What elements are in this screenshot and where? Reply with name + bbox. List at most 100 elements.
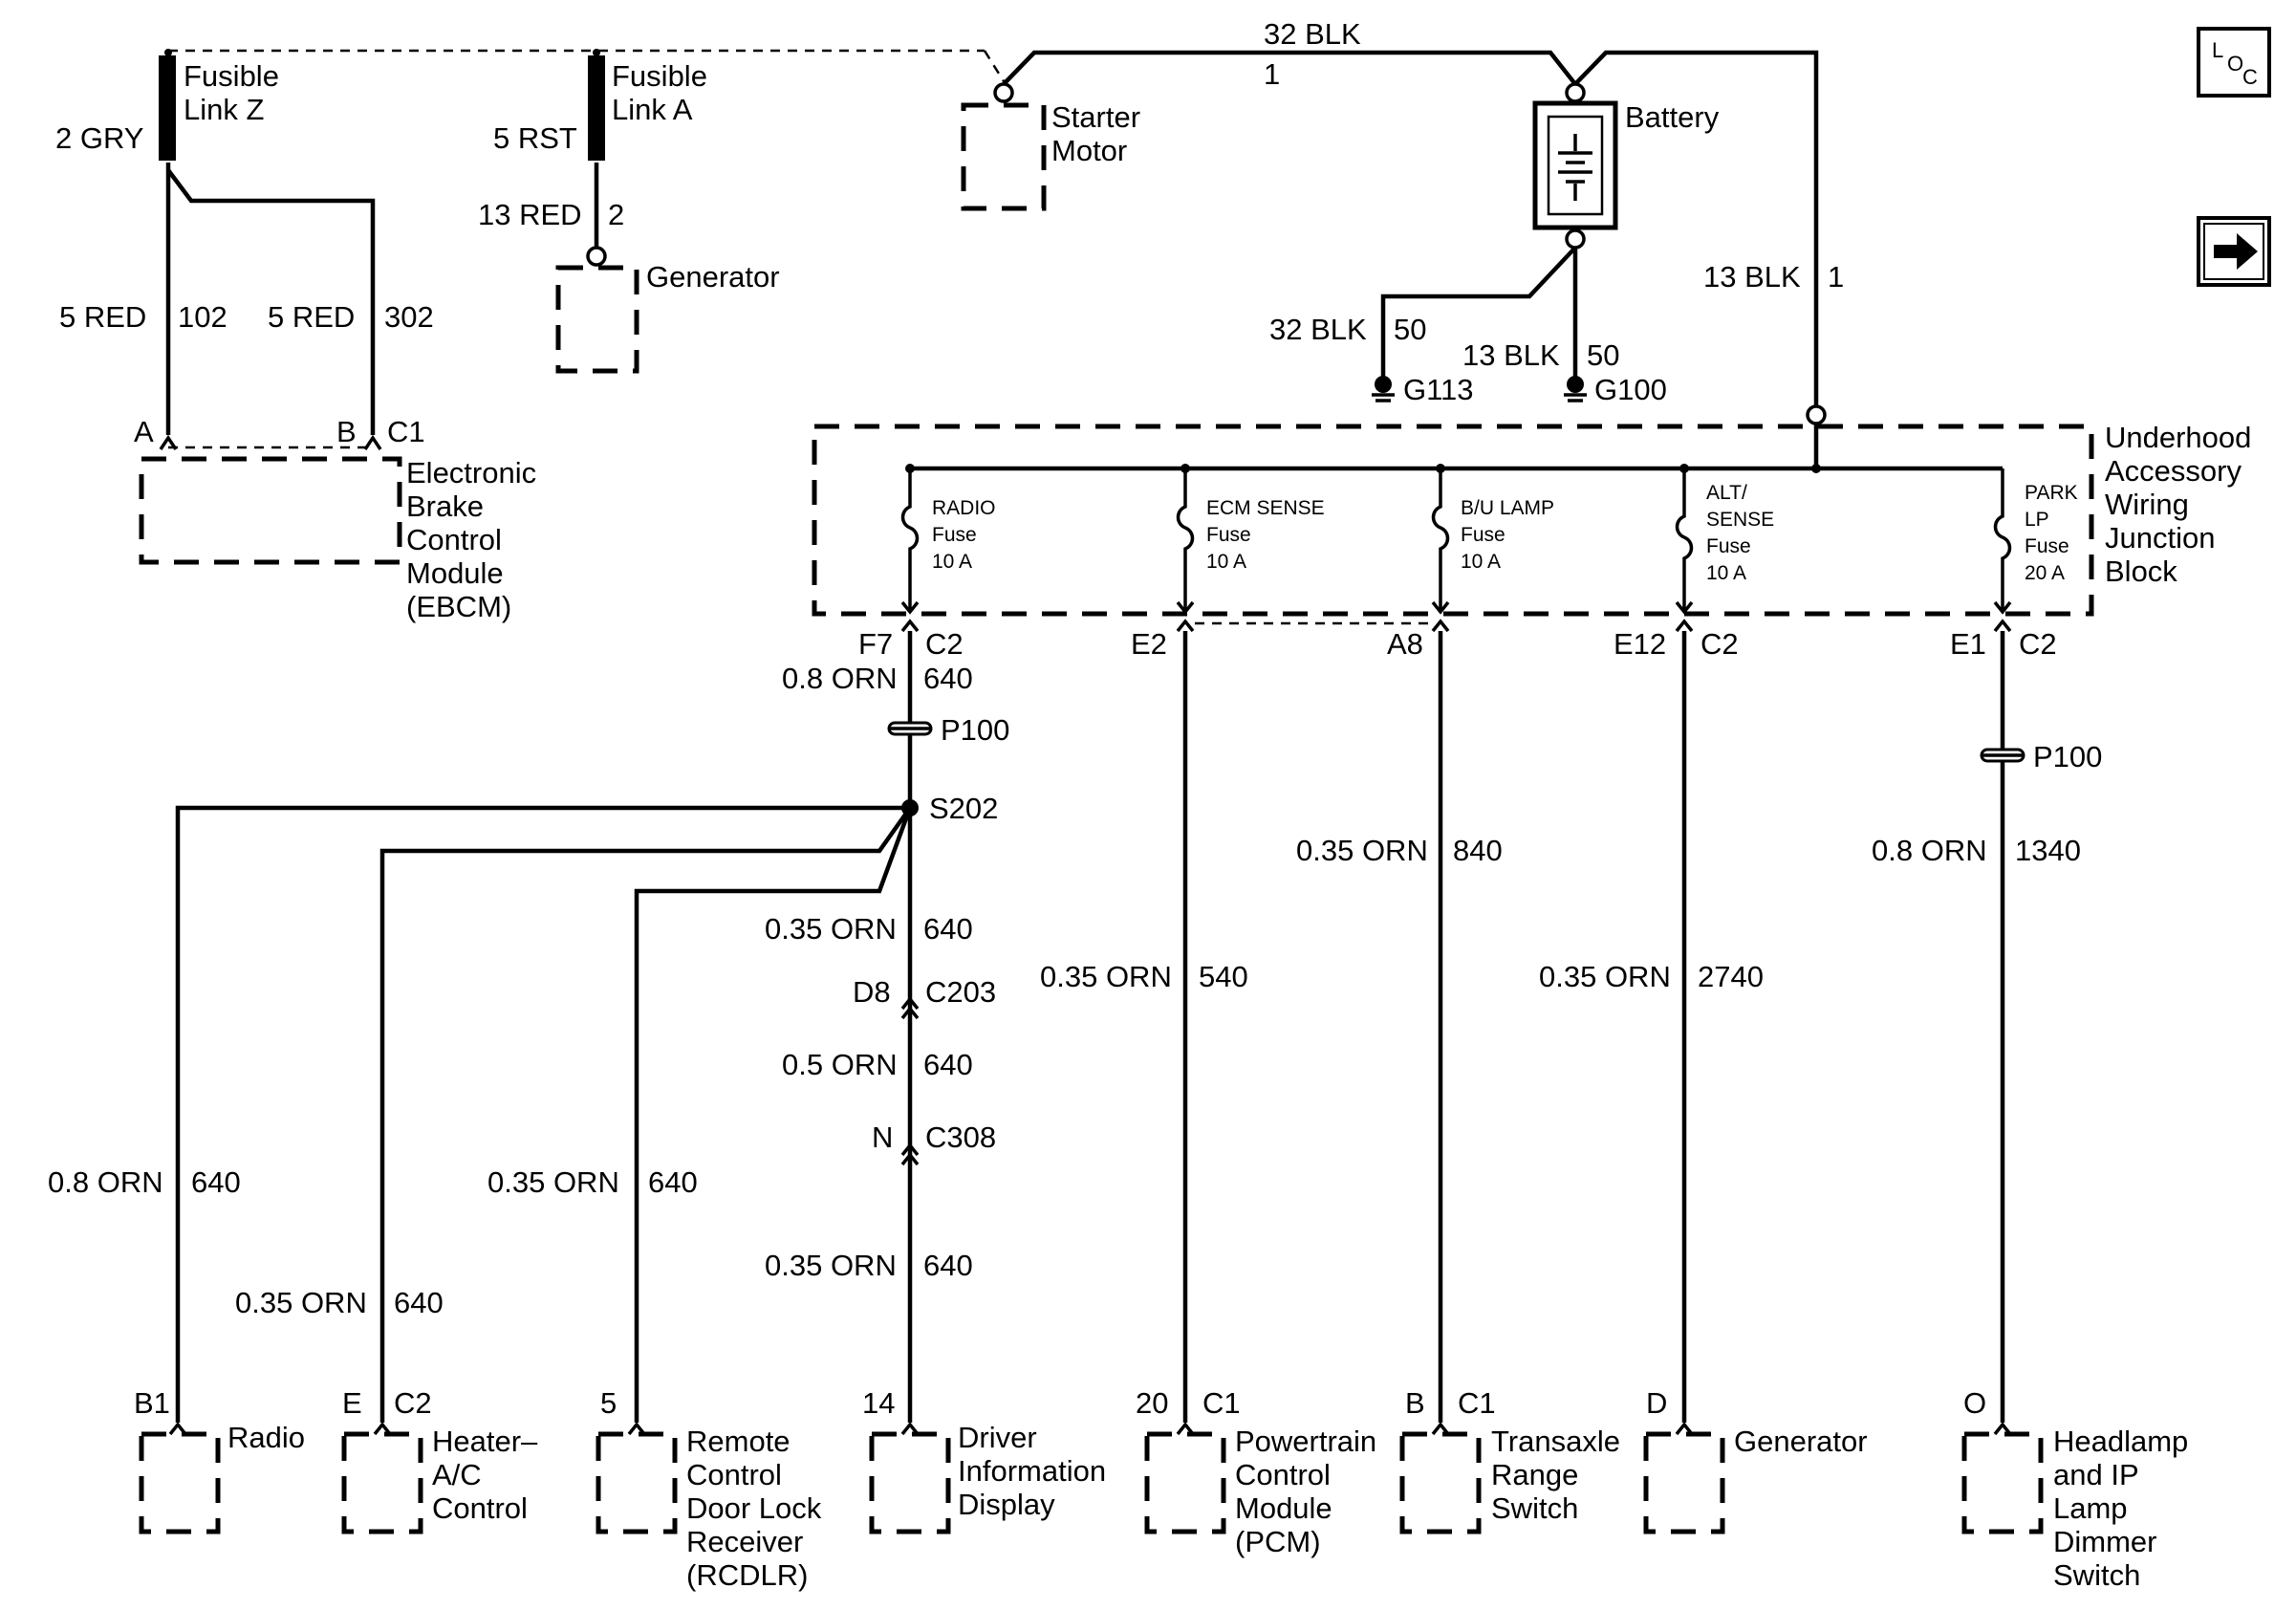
w640-top-circuit: 640 [923,662,973,695]
w640-low-gauge: 0.35 ORN [765,1249,897,1282]
gen-pin: D [1646,1386,1667,1420]
hds-label1: Headlamp [2053,1425,2188,1458]
w2740-gauge: 0.35 ORN [1539,960,1671,993]
circuit-540: 0.35 ORN 540 [1040,631,1248,1423]
ebcm-label3: Control [406,523,502,556]
fuse-radio-l2: Fuse [932,524,977,546]
radio-pin: B1 [134,1386,170,1420]
fuse-park-l2: LP [2025,509,2049,531]
pin-n: N [872,1120,893,1154]
hvac-label3: Control [432,1491,528,1525]
next-page-button[interactable] [2197,216,2271,287]
g100-label: G100 [1594,373,1667,406]
component-driver-info-display: 14 Driver Information Display [862,1386,1106,1534]
ebcm-pin-a: A [134,415,154,448]
fuse-park-l3: Fuse [2025,535,2069,557]
grounds: 32 BLK 50 G113 13 BLK 50 G100 [1269,246,1667,406]
hvac-wire-gauge: 0.35 ORN [235,1286,367,1319]
w640-low-circuit: 640 [923,1249,973,1282]
wire-102-gauge: 5 RED [59,300,146,334]
fuse-ecm-l3: 10 A [1206,551,1246,573]
g100-wire-circuit: 50 [1587,338,1619,372]
fuse-bu-l1: B/U LAMP [1461,497,1554,519]
pin-f7: F7 [858,627,893,661]
ebcm: A B C1 Electronic Brake Control Module (… [134,415,536,623]
circuit-1340: P100 0.8 ORN 1340 [1872,631,2102,1423]
rcdlr-wire-gauge: 0.35 ORN [487,1165,619,1199]
g100-wire-gauge: 13 BLK [1462,338,1560,372]
arrow-right-icon [2214,233,2258,270]
rcdlr-pin: 5 [600,1386,617,1420]
hvac-conn: C2 [394,1386,432,1420]
fuse-radio-l1: RADIO [932,497,996,519]
fuse-radio: RADIO Fuse 10 A [900,464,996,615]
rcdlr-label1: Remote [686,1425,791,1458]
fuse-alt-l3: Fuse [1706,535,1751,557]
fusible-link-a: Fusible Link A 5 RST 13 RED 2 Generator [478,49,780,374]
pcm-label2: Control [1235,1458,1331,1491]
junction-block: Underhood Accessory Wiring Junction Bloc… [812,404,2251,617]
circuit-2740: 0.35 ORN 2740 [1539,631,1764,1423]
conn-c2-alt: C2 [1700,627,1739,661]
w640-mid-circuit: 640 [923,912,973,946]
generator-wire-circuit: 2 [608,198,624,231]
generator-top-label: Generator [646,260,780,294]
location-button[interactable]: L O C [2197,27,2271,98]
trs-pin: B [1405,1386,1425,1420]
fuse-alt-l4: 10 A [1706,562,1746,584]
starter-motor-label2: Motor [1051,134,1127,167]
w840-gauge: 0.35 ORN [1296,834,1428,867]
fusible-link-a-gauge: 5 RST [493,121,577,155]
did-label2: Information [958,1454,1106,1488]
location-letter-c: C [2242,65,2258,89]
ebcm-label5: (EBCM) [406,590,511,623]
conn-c2-radio: C2 [925,627,964,661]
hds-label3: Lamp [2053,1491,2128,1525]
g113-wire-gauge: 32 BLK [1269,313,1367,346]
rcdlr-label4: Receiver [686,1525,803,1558]
pin-e1: E1 [1950,627,1986,661]
junction-block-label1: Underhood [2105,421,2251,454]
did-label1: Driver [958,1421,1037,1454]
g113-label: G113 [1403,373,1474,406]
hds-label4: Dimmer [2053,1525,2157,1558]
w640-05-gauge: 0.5 ORN [782,1048,898,1081]
ebcm-connector: C1 [387,415,425,448]
pin-e2: E2 [1131,627,1167,661]
hds-pin: O [1963,1386,1986,1420]
splice-s202: S202 [929,792,998,825]
starter-motor-label1: Starter [1051,100,1140,134]
hvac-label2: A/C [432,1458,482,1491]
trs-conn: C1 [1458,1386,1496,1420]
junction-block-label3: Wiring [2105,488,2189,521]
hvac-label1: Heater– [432,1425,538,1458]
generator-wire-gauge: 13 RED [478,198,582,231]
starter-motor: Starter Motor 32 BLK 1 [961,17,1577,211]
fuse-alt-l1: ALT/ [1706,482,1747,504]
circuit-840: 0.35 ORN 840 [1296,631,1503,1423]
block-connectors: F7 C2 E2 A8 E12 C2 E1 C2 [858,619,2057,661]
component-heater-ac-control: E C2 Heater– A/C Control [341,1386,538,1534]
trs-label3: Switch [1491,1491,1578,1525]
pcm-label1: Powertrain [1235,1425,1376,1458]
location-letter-l: L [2212,38,2223,62]
fusible-link-a-label1: Fusible [612,59,707,93]
pin-d8: D8 [853,975,891,1009]
w640-top-gauge: 0.8 ORN [782,662,898,695]
did-label3: Display [958,1488,1055,1521]
fuse-bu-l3: 10 A [1461,551,1501,573]
pcm-pin: 20 [1136,1386,1168,1420]
component-headlamp-dimmer-switch: O Headlamp and IP Lamp Dimmer Switch [1961,1386,2188,1592]
rcdlr-label2: Control [686,1458,782,1491]
fusible-link-z-label2: Link Z [184,93,264,126]
battery-label: Battery [1625,100,1720,134]
pcm-label3: Module [1235,1491,1332,1525]
fuse-ecm-l2: Fuse [1206,524,1251,546]
fuse-bu-lamp: B/U LAMP Fuse 10 A [1431,464,1554,615]
wire-302-circuit: 302 [384,300,434,334]
radio-label: Radio [227,1421,305,1454]
w640-05-circuit: 640 [923,1048,973,1081]
pcm-conn: C1 [1202,1386,1241,1420]
junction-block-label4: Junction [2105,521,2215,555]
